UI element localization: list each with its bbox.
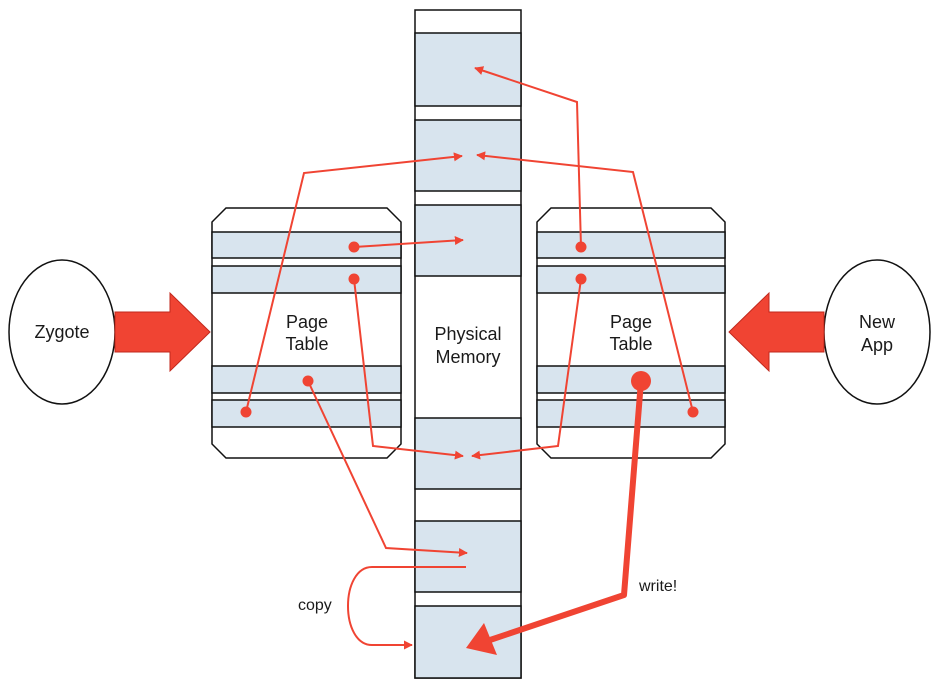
memory-block-4: [414, 417, 522, 490]
right-page-table-label-line2: Table: [609, 334, 652, 354]
left-page-table-label-line2: Table: [285, 334, 328, 354]
memory-block-6: [414, 605, 522, 679]
physical-memory-label-line1: Physical: [434, 324, 501, 344]
new-app-label-line1: New: [859, 312, 896, 332]
memory-block-5: [414, 520, 522, 593]
left-entry1-arrow: [353, 236, 464, 248]
zygote-node: Zygote: [8, 259, 116, 405]
zygote-label: Zygote: [34, 322, 89, 342]
memory-block-3: [414, 204, 522, 277]
memory-block-1: [414, 32, 522, 107]
left-entry3-arrow: [307, 380, 468, 557]
memory-block-2: [414, 119, 522, 192]
copy-label: copy: [298, 597, 332, 614]
physical-memory-column: Physical Memory: [414, 9, 522, 679]
copy-arrow: [347, 566, 466, 650]
right-entry2-arrow: [471, 278, 582, 460]
right-page-table: Page Table: [536, 207, 726, 459]
new-app-node: New App: [823, 259, 931, 405]
left-page-table-label-line1: Page: [286, 312, 328, 332]
left-entry2-arrow: [353, 278, 464, 460]
right-page-table-label-line1: Page: [610, 312, 652, 332]
left-entry4-arrow: [245, 152, 463, 413]
right-entry1-arrow: [474, 66, 582, 248]
page-mapping-arrows: [245, 66, 694, 650]
right-entry4-arrow: [476, 151, 694, 413]
write-label: write!: [638, 578, 677, 595]
new-app-to-table-arrow: [728, 291, 825, 373]
write-arrow: [466, 380, 644, 655]
zygote-to-table-arrow: [114, 291, 211, 373]
physical-memory-label-line2: Memory: [435, 347, 500, 367]
new-app-label-line2: App: [861, 335, 893, 355]
